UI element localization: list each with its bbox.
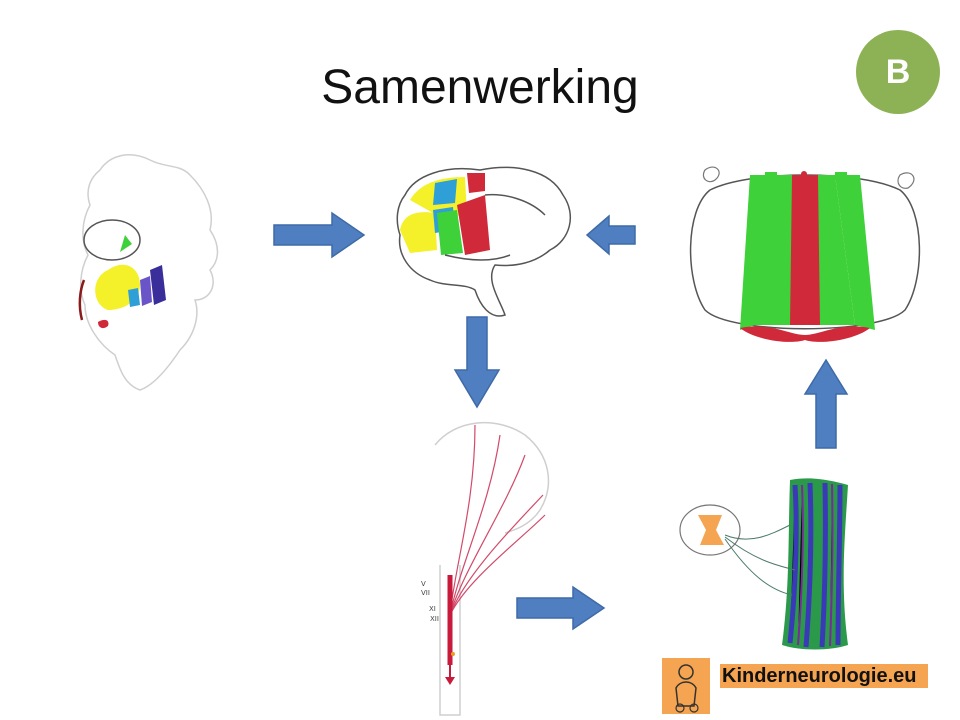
label-cranial-vii: VII	[421, 589, 430, 597]
motor-unit-muscle-drawing	[679, 478, 848, 650]
motor-pathway-drawing: V VII XI XII	[421, 422, 550, 716]
brain-lateral-drawing	[396, 166, 572, 317]
label-cranial-v: V	[421, 580, 426, 588]
arrow-right-1	[273, 211, 366, 259]
slide-title: Samenwerking	[321, 61, 639, 114]
arrow-left-1	[585, 214, 636, 256]
arrow-up-1	[803, 358, 849, 449]
logo-text: Kinderneurologie.eu	[720, 664, 928, 688]
label-cranial-xii: XII	[430, 615, 439, 623]
spinal-cord-cross-section-drawing	[689, 166, 921, 342]
slide-badge: B	[856, 30, 940, 114]
brainstem-cross-section-drawing	[78, 154, 219, 391]
logo-icon	[662, 658, 710, 714]
arrow-down-1	[453, 316, 501, 409]
arrow-right-2	[516, 585, 606, 631]
label-cranial-xi: XI	[429, 605, 436, 613]
